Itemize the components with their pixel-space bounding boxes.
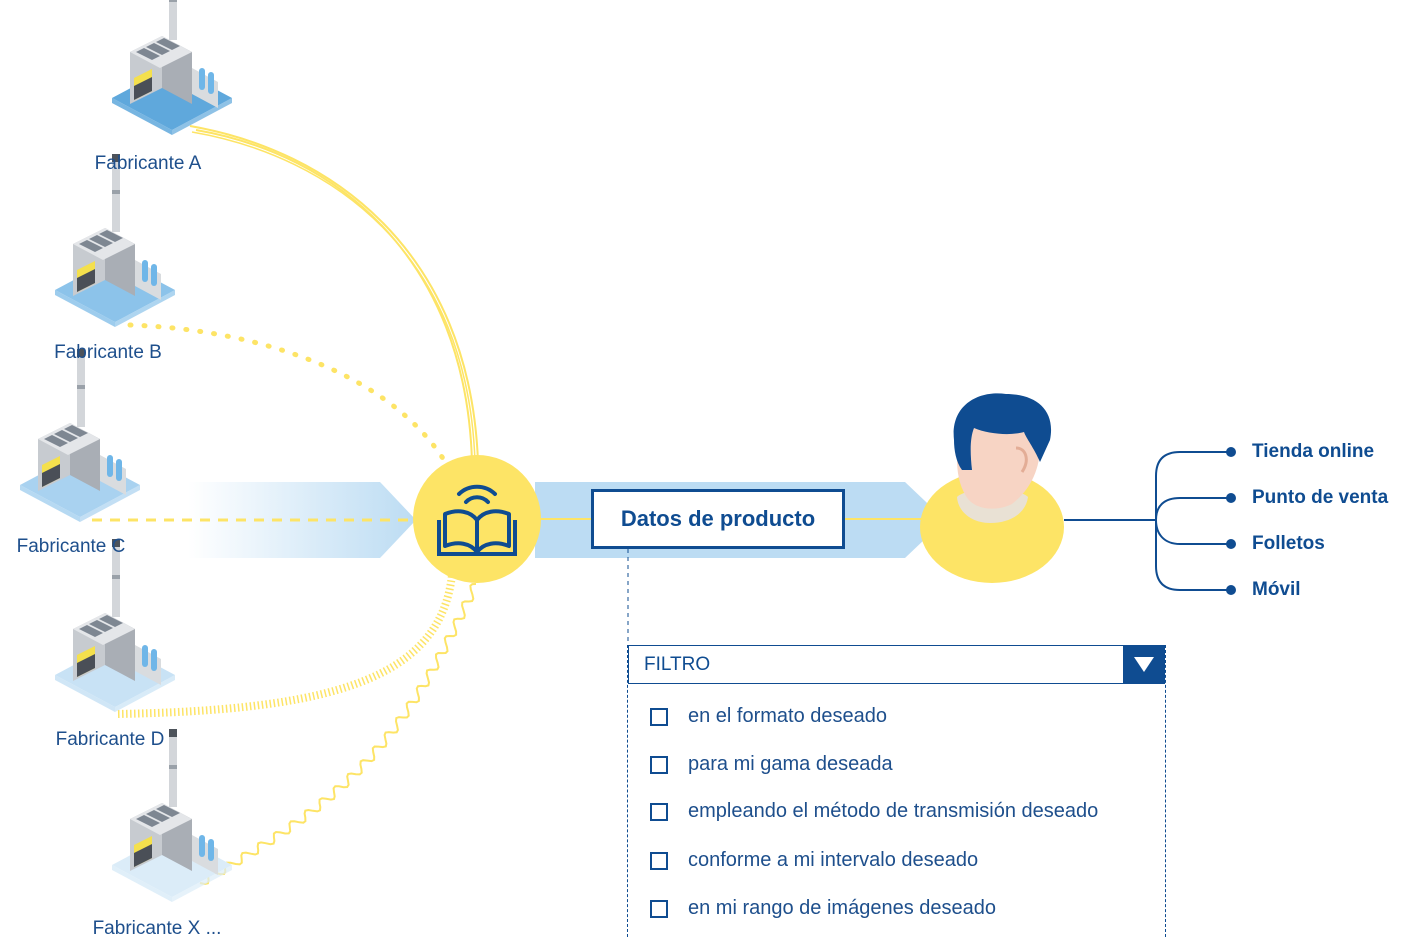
filter-option-format[interactable]: en el formato deseado — [650, 705, 887, 728]
channel-dot — [1226, 447, 1236, 457]
connection-line-b — [127, 322, 453, 473]
filter-header[interactable]: FILTRO — [628, 644, 1165, 684]
filter-dropdown-button[interactable] — [1123, 644, 1165, 684]
filter-option-label: en mi rango de imágenes deseado — [688, 897, 996, 919]
connection-line-a-2 — [195, 129, 473, 463]
checkbox[interactable] — [650, 755, 668, 774]
channel-point-of-sale: Punto de venta — [1252, 487, 1389, 508]
filter-option-transmission[interactable]: empleando el método de transmisión desea… — [650, 800, 1098, 823]
channel-dot — [1226, 493, 1236, 503]
flow-band-left — [188, 482, 416, 558]
factory-icon-c — [20, 349, 140, 522]
filter-title: FILTRO — [644, 653, 711, 675]
filter-option-label: empleando el método de transmisión desea… — [688, 800, 1099, 822]
factory-icon-d — [55, 539, 175, 712]
factory-icon-a — [112, 0, 232, 135]
filter-option-range[interactable]: para mi gama deseada — [650, 753, 893, 776]
triangle-down-icon — [1134, 656, 1154, 672]
checkbox[interactable] — [650, 707, 668, 726]
channel-online-store: Tienda online — [1252, 441, 1375, 462]
checkbox[interactable] — [650, 851, 668, 870]
product-data-box: Datos de producto — [591, 489, 845, 549]
channel-tree — [1064, 451, 1231, 591]
channel-dot — [1226, 539, 1236, 549]
checkbox[interactable] — [650, 802, 668, 821]
person-avatar-icon — [920, 393, 1064, 583]
connection-line-x — [199, 583, 477, 886]
manufacturer-label-d: Fabricante D — [55, 729, 165, 750]
manufacturer-label-a: Fabricante A — [94, 153, 202, 174]
connection-line-a-3 — [191, 131, 476, 463]
checkbox[interactable] — [650, 899, 668, 918]
manufacturer-label-b: Fabricante B — [54, 342, 162, 363]
filter-panel: FILTRO en el formato deseado para mi gam… — [627, 644, 1166, 937]
channel-mobile: Móvil — [1252, 579, 1301, 600]
channel-brochures: Folletos — [1252, 533, 1325, 554]
filter-option-label: para mi gama deseada — [688, 753, 893, 775]
channel-dot — [1226, 585, 1236, 595]
connection-line-a — [189, 125, 479, 463]
factory-icon-b — [55, 154, 175, 327]
manufacturer-label-c: Fabricante C — [16, 536, 126, 557]
manufacturer-label-x: Fabricante X ... — [92, 918, 222, 939]
open-book-broadcast-icon — [413, 455, 541, 583]
filter-option-images[interactable]: en mi rango de imágenes deseado — [650, 897, 996, 920]
filter-option-label: en el formato deseado — [688, 705, 888, 727]
factory-icon-x — [112, 729, 232, 902]
filter-option-interval[interactable]: conforme a mi intervalo deseado — [650, 849, 978, 872]
connection-line-d — [117, 574, 456, 718]
filter-option-label: conforme a mi intervalo deseado — [688, 849, 979, 871]
